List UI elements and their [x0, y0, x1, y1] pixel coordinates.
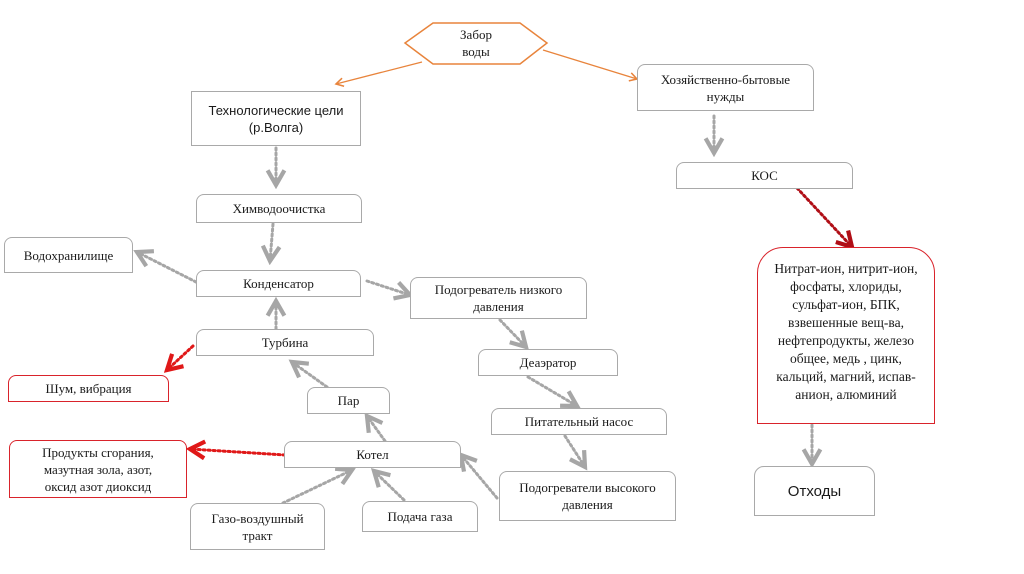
node-boiler-label: Котел — [356, 447, 389, 462]
node-feed-pump-label: Питательный насос — [524, 414, 634, 429]
arrow-kos-to-pollutants — [795, 186, 852, 247]
node-kos[interactable]: КОС — [676, 162, 853, 189]
arrow-boiler-to-steam — [367, 416, 387, 443]
node-deaerator-label: Деаэратор — [519, 355, 577, 370]
node-waste[interactable]: Отходы — [754, 466, 875, 516]
water-intake-hexagon — [403, 22, 549, 65]
water-intake-text: Забор воды — [460, 27, 492, 59]
node-household-needs[interactable]: Хозяйственно-бытовые нужды — [637, 64, 814, 111]
node-combustion-products-label: Продукты сгорания, мазутная зола, азот, … — [42, 444, 154, 494]
node-deaerator[interactable]: Деаэратор — [478, 349, 618, 376]
node-gas-air-tract-label: Газо-воздушный тракт — [211, 510, 304, 543]
node-noise-vibration[interactable]: Шум, вибрация — [8, 375, 169, 402]
arrow-intake-to-household — [542, 49, 639, 82]
node-high-pressure-heater-label: Подогреватели высокого давления — [519, 480, 656, 512]
node-turbine-label: Турбина — [261, 335, 309, 350]
arrow-boiler-to-combustion — [190, 449, 287, 455]
arrow-steam-to-turbine — [292, 362, 329, 389]
node-condenser-label: Конденсатор — [243, 276, 314, 291]
arrow-feed-pump-to-hp-heater — [563, 434, 585, 467]
node-reservoir-label: Водохранилище — [23, 247, 114, 263]
node-gas-air-tract[interactable]: Газо-воздушный тракт — [190, 503, 325, 550]
arrow-deaerator-to-feed-pump — [526, 375, 577, 406]
node-waste-label: Отходы — [787, 482, 842, 500]
node-low-pressure-heater-label: Подогреватель низкого давления — [434, 282, 563, 314]
node-technological-goals-label: Технологические цели (р.Волга) — [208, 102, 344, 135]
node-noise-vibration-label: Шум, вибрация — [45, 381, 132, 396]
arrow-gas-supply-to-boiler — [374, 471, 406, 502]
arrow-hp-heater-to-boiler — [461, 455, 499, 500]
node-gas-supply[interactable]: Подача газа — [362, 501, 478, 532]
node-gas-supply-label: Подача газа — [387, 509, 453, 524]
node-chemical-water-treatment-label: Химводоочистка — [232, 201, 326, 216]
node-low-pressure-heater[interactable]: Подогреватель низкого давления — [410, 277, 587, 319]
node-turbine[interactable]: Турбина — [196, 329, 374, 356]
arrow-chem-to-condenser — [270, 222, 273, 261]
node-feed-pump[interactable]: Питательный насос — [491, 408, 667, 435]
node-boiler[interactable]: Котел — [284, 441, 461, 468]
node-reservoir[interactable]: Водохранилище — [4, 237, 133, 273]
water-intake-label: Забор воды — [405, 22, 547, 64]
node-condenser[interactable]: Конденсатор — [196, 270, 361, 297]
node-steam-label: Пар — [337, 393, 360, 408]
node-technological-goals[interactable]: Технологические цели (р.Волга) — [191, 91, 361, 146]
node-kos-label: КОС — [751, 168, 778, 183]
arrow-condenser-to-lp-heater — [365, 279, 410, 295]
node-pollutants-list-label: Нитрат-ион, нитрит-ион, фосфаты, хлориды… — [774, 261, 918, 402]
node-combustion-products[interactable]: Продукты сгорания, мазутная зола, азот, … — [9, 440, 187, 498]
arrow-gas-air-to-boiler — [281, 470, 352, 505]
node-high-pressure-heater[interactable]: Подогреватели высокого давления — [499, 471, 676, 521]
arrow-intake-to-tech — [334, 61, 423, 87]
node-household-needs-label: Хозяйственно-бытовые нужды — [660, 71, 791, 104]
node-pollutants-list[interactable]: Нитрат-ион, нитрит-ион, фосфаты, хлориды… — [757, 247, 935, 424]
node-steam[interactable]: Пар — [307, 387, 390, 414]
arrow-turbine-to-noise — [167, 344, 195, 370]
arrow-condenser-to-reservoir — [137, 252, 198, 284]
arrow-lp-heater-to-deaerator — [498, 318, 526, 347]
node-chemical-water-treatment[interactable]: Химводоочистка — [196, 194, 362, 223]
